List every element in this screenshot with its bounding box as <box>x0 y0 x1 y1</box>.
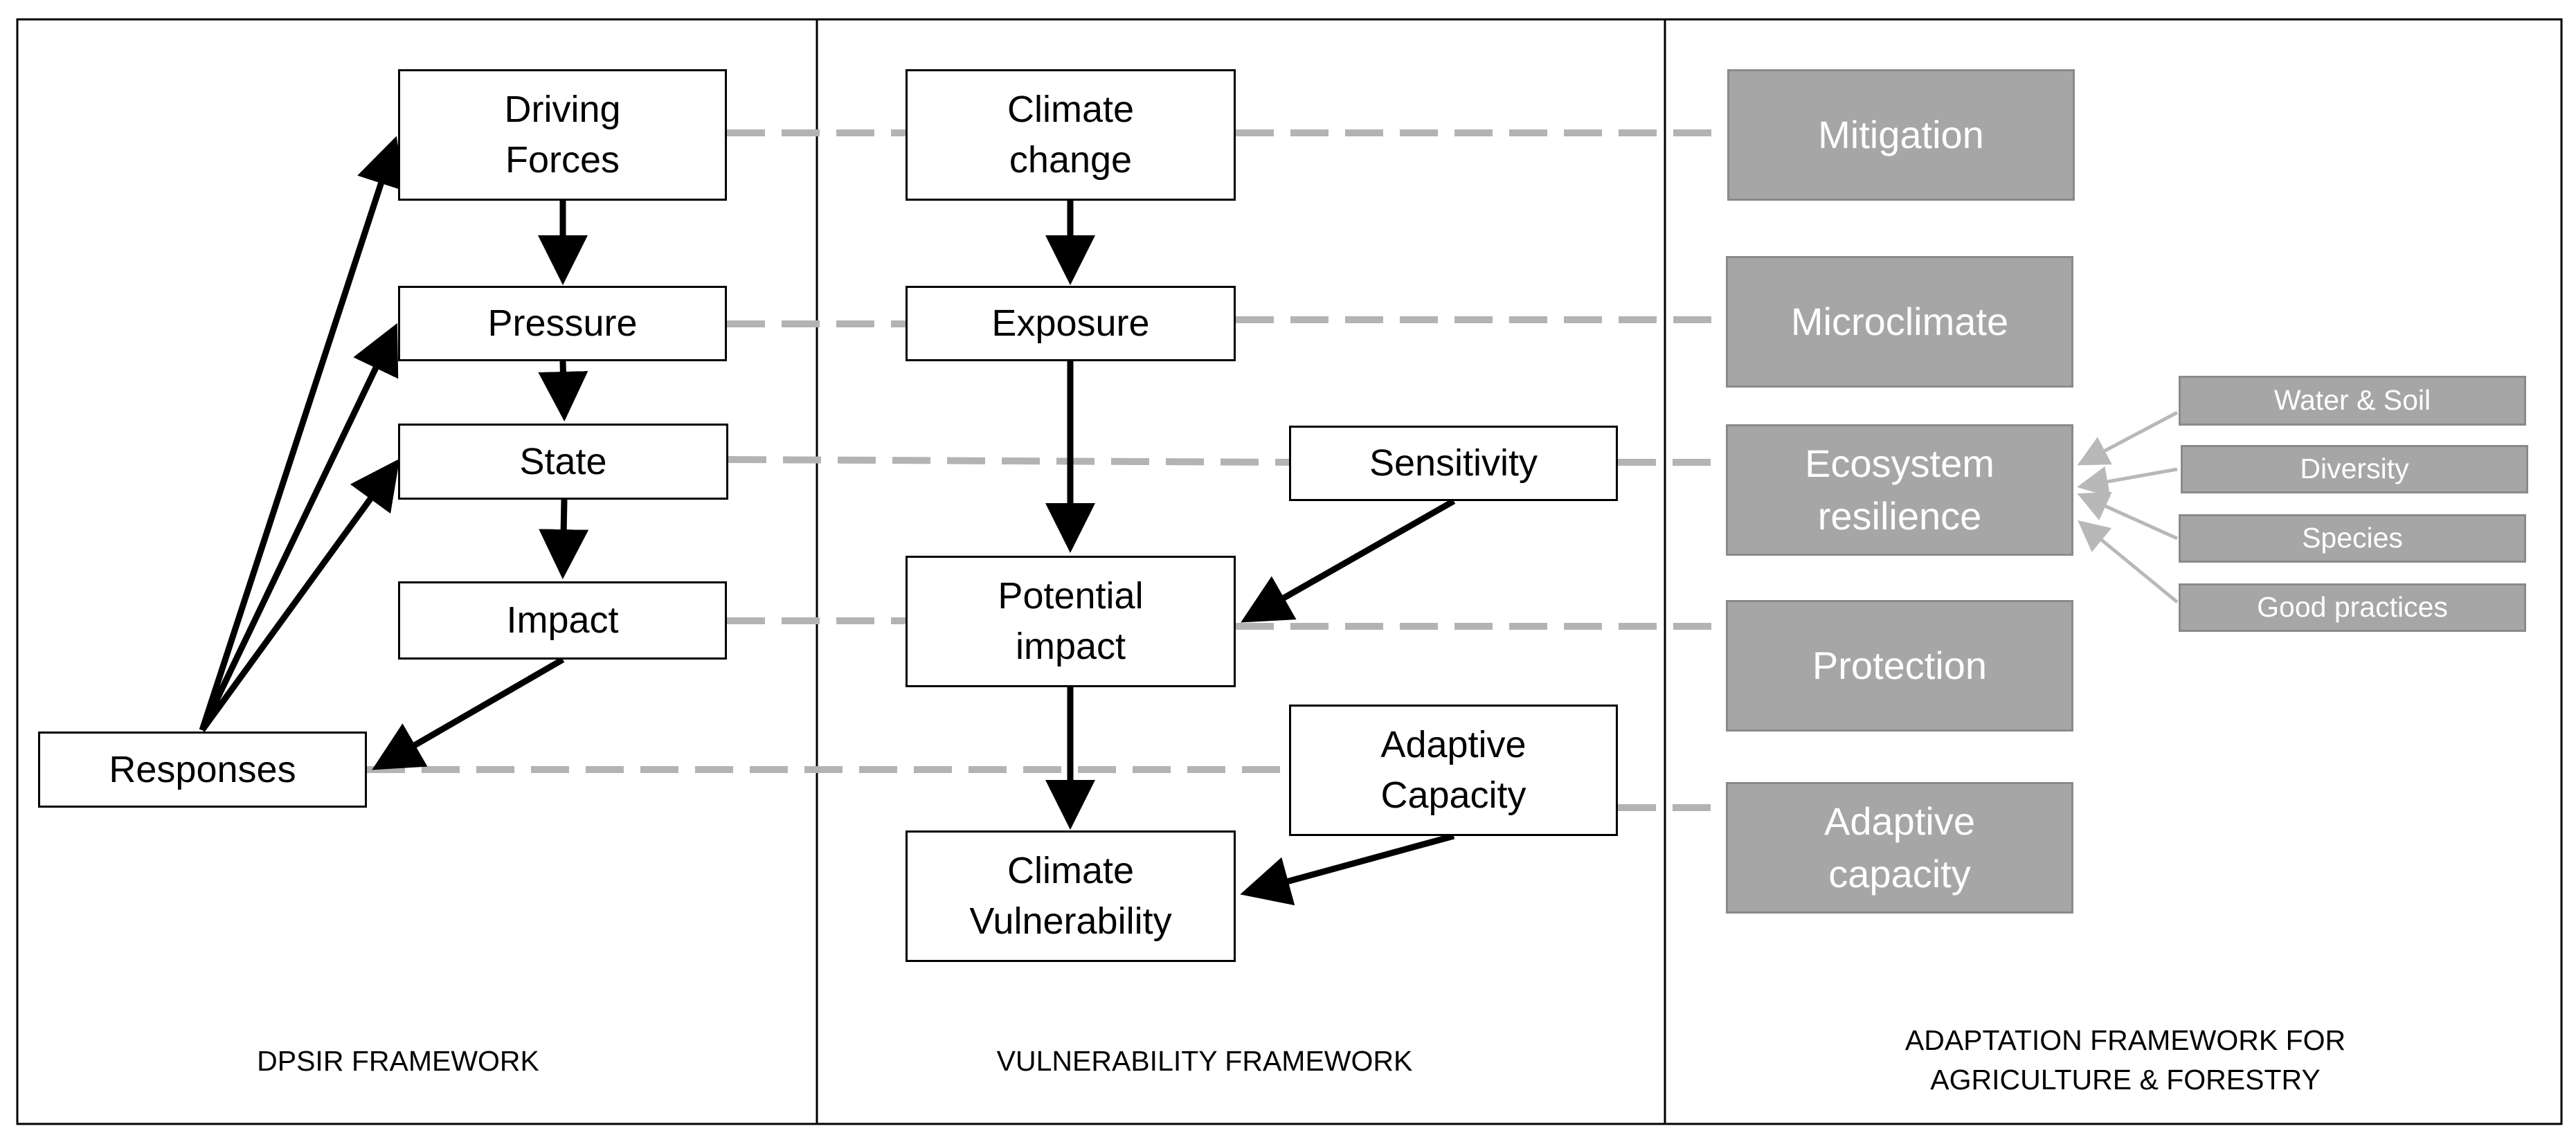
arrow-responses-pressure <box>199 323 399 732</box>
state-box: State <box>398 424 728 500</box>
outer-frame <box>16 18 2563 1125</box>
adaptation-caption: ADAPTATION FRAMEWORK FOR AGRICULTURE & F… <box>1904 1024 2346 1096</box>
factor-species-box: Species <box>2179 514 2526 563</box>
arrow-state-impact <box>539 499 589 579</box>
arrow-species <box>2077 491 2179 541</box>
arrow-responses-driving <box>199 136 405 732</box>
adaptive-capacity-box: Adaptive Capacity <box>1289 705 1618 836</box>
impact-box: Impact <box>398 581 727 660</box>
factor-species-label: Species <box>2302 522 2403 554</box>
connector-state-sensitivity <box>728 456 1292 466</box>
pressure-box: Pressure <box>398 286 727 361</box>
arrow-adaptive-vulnerability <box>1240 833 1455 906</box>
climate-vulnerability-label: Climate Vulnerability <box>969 850 1172 942</box>
climate-change-box: Climate change <box>906 69 1236 201</box>
dashed-connectors <box>367 129 1727 811</box>
protection-label: Protection <box>1812 644 1988 688</box>
exposure-box: Exposure <box>906 286 1236 361</box>
responses-box: Responses <box>38 732 367 808</box>
microclimate-label: Microclimate <box>1790 300 2009 344</box>
arrow-sensitivity-potential <box>1241 498 1456 623</box>
driving-forces-box: Driving Forces <box>398 69 727 201</box>
sensitivity-box: Sensitivity <box>1289 426 1618 501</box>
arrow-pressure-state <box>538 361 588 421</box>
potential-impact-label: Potential impact <box>998 575 1144 667</box>
arrow-good-practices <box>2078 520 2179 603</box>
driving-forces-label: Driving Forces <box>504 89 621 181</box>
adaptive-capacity-grey-label: Adaptive capacity <box>1824 799 1975 896</box>
arrow-responses-state <box>199 458 400 732</box>
pressure-label: Pressure <box>487 302 638 345</box>
exposure-label: Exposure <box>991 302 1150 345</box>
state-label: State <box>519 440 607 482</box>
ecosystem-resilience-box: Ecosystem resilience <box>1726 424 2073 556</box>
dpsir-caption: DPSIR FRAMEWORK <box>257 1045 539 1077</box>
protection-box: Protection <box>1726 600 2073 732</box>
ecosystem-resilience-label: Ecosystem resilience <box>1805 442 1994 538</box>
climate-change-label: Climate change <box>1007 89 1135 181</box>
climate-vulnerability-box: Climate Vulnerability <box>906 830 1236 962</box>
impact-label: Impact <box>506 599 619 642</box>
microclimate-box: Microclimate <box>1726 256 2073 388</box>
factor-arrows <box>2077 410 2179 603</box>
responses-label: Responses <box>109 748 296 790</box>
arrow-impact-responses <box>372 657 565 770</box>
mitigation-label: Mitigation <box>1818 113 1984 157</box>
potential-impact-box: Potential impact <box>906 556 1236 687</box>
factor-good-practices-label: Good practices <box>2257 591 2448 624</box>
factor-diversity-label: Diversity <box>2300 453 2409 485</box>
adaptive-capacity-grey-box: Adaptive capacity <box>1726 782 2073 914</box>
adaptive-capacity-label: Adaptive Capacity <box>1380 724 1526 816</box>
arrow-diversity <box>2077 466 2178 498</box>
sensitivity-label: Sensitivity <box>1369 442 1538 484</box>
factor-water-soil-box: Water & Soil <box>2179 376 2526 426</box>
black-arrows <box>199 136 1456 906</box>
vulnerability-caption: VULNERABILITY FRAMEWORK <box>996 1045 1413 1077</box>
mitigation-box: Mitigation <box>1727 69 2075 201</box>
arrow-water-soil <box>2077 410 2179 466</box>
factor-good-practices-box: Good practices <box>2179 583 2526 632</box>
factor-water-soil-label: Water & Soil <box>2273 384 2431 417</box>
factor-diversity-box: Diversity <box>2181 445 2528 493</box>
